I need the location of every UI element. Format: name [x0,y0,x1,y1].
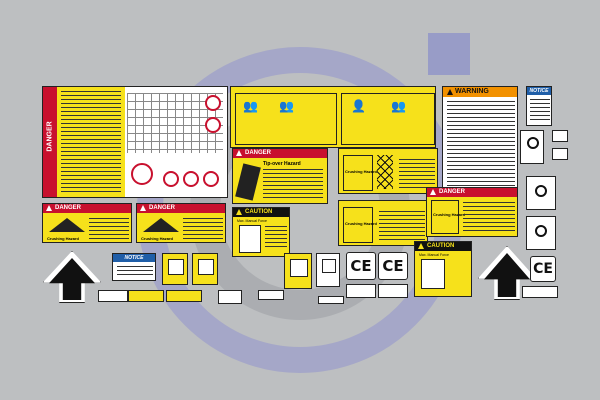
small-sticker [318,296,344,304]
crushing-text [463,202,515,232]
crushing-text [379,211,425,241]
prohibited-icon [203,171,219,187]
capacity-panel-left [235,93,337,145]
manual-force-title: Max. Manual Force [237,219,267,223]
notice-decal-small: NOTICE [526,86,552,126]
hand-icon [421,259,445,289]
small-sticker [166,290,202,302]
crushing-text [89,218,129,240]
person-icon: 👥 [279,99,294,113]
crushing-title: Crushing Hazard [345,221,378,226]
hook-decal [192,253,218,285]
warning-header [443,87,517,97]
hook-icon [535,185,547,197]
crush-icon [49,218,85,232]
watermark-square [428,33,470,75]
person-icon: 👥 [391,99,406,113]
tipover-icon [235,163,261,201]
crush-icon [431,200,459,234]
hook-decal [526,216,556,250]
crushing-title: Crushing Hazard [47,236,80,241]
ce-mark: CE [530,256,556,282]
crush-icon [343,155,373,191]
small-sticker [522,286,558,298]
caution-manual-force-decal: CAUTION Max. Manual Force [232,207,290,257]
danger-header: DANGER [43,204,131,213]
small-sticker [378,284,408,298]
hook-icon [322,259,336,273]
danger-side-band [43,87,57,197]
crush-icon [143,218,179,232]
hook-decal [552,148,568,160]
crushing-title: Crushing Hazard [141,236,174,241]
hand-icon [239,225,261,253]
hook-decal [316,253,340,287]
notice-label: NOTICE [527,87,551,95]
caution-header: CAUTION [233,208,289,217]
caution-text [265,226,287,250]
notice-decal: NOTICE [112,253,156,281]
prohibited-icon [183,171,199,187]
hook-icon [527,137,539,149]
warning-decal: WARNING [442,86,518,198]
notice-text [117,266,153,278]
person-icon: 👥 [243,99,258,113]
hook-decal [520,130,544,164]
prohibited-icon [205,95,221,111]
tipover-text [263,169,323,199]
prohibited-icon [163,171,179,187]
small-sticker [346,284,376,298]
caution-header: CAUTION [415,242,471,251]
small-sticker [258,290,284,300]
prohibited-icon [205,117,221,133]
capacity-decal: 👥 👥 👤 👥 [230,86,436,148]
danger-label-vertical: DANGER [46,121,54,152]
ce-mark: CE [378,252,408,280]
up-arrow-icon [49,258,95,300]
warning-text-block [447,101,515,195]
hook-decal [284,253,312,289]
hook-icon [535,225,547,237]
hook-icon [290,259,308,277]
prohibited-icon [131,163,153,185]
crushing-danger-decal: Crushing Hazard [338,200,428,246]
danger-text-block [61,91,121,195]
warning-triangle-icon [447,89,453,95]
manual-force-title: Max. Manual Force [419,253,449,257]
crushing-danger-decal: Crushing Hazard [338,148,438,194]
small-sticker [128,290,164,302]
crushing-text [183,218,223,240]
caution-manual-force-decal: CAUTION Max. Manual Force [414,241,472,297]
tipover-title: Tip-over Hazard [263,161,301,167]
crushing-danger-decal: DANGER Crushing Hazard [136,203,226,243]
crushing-danger-decal: DANGER Crushing Hazard [426,187,518,237]
crushing-danger-decal: DANGER Crushing Hazard [42,203,132,243]
small-sticker [98,290,128,302]
capacity-panel-right [341,93,435,145]
person-icon: 👤 [351,99,366,113]
danger-header: DANGER [233,149,327,158]
hook-decal [552,130,568,142]
notice-label: NOTICE [113,254,155,262]
hook-decal [526,176,556,210]
crushing-text [399,159,435,189]
hook-icon [168,259,184,275]
small-sticker [218,290,242,304]
scissor-icon [377,155,393,189]
danger-header: DANGER [427,188,517,197]
tipover-danger-decal: DANGER Tip-over Hazard [232,148,328,204]
crushing-title: Crushing Hazard [345,169,378,174]
hook-decal [162,253,188,285]
notice-text [530,99,550,123]
crushing-title: Crushing Hazard [433,212,466,217]
crush-icon [343,207,373,243]
ce-mark: CE [346,252,376,280]
warning-label: WARNING [455,88,489,95]
danger-header: DANGER [137,204,225,213]
hook-icon [198,259,214,275]
danger-decal-large: DANGER [42,86,228,198]
